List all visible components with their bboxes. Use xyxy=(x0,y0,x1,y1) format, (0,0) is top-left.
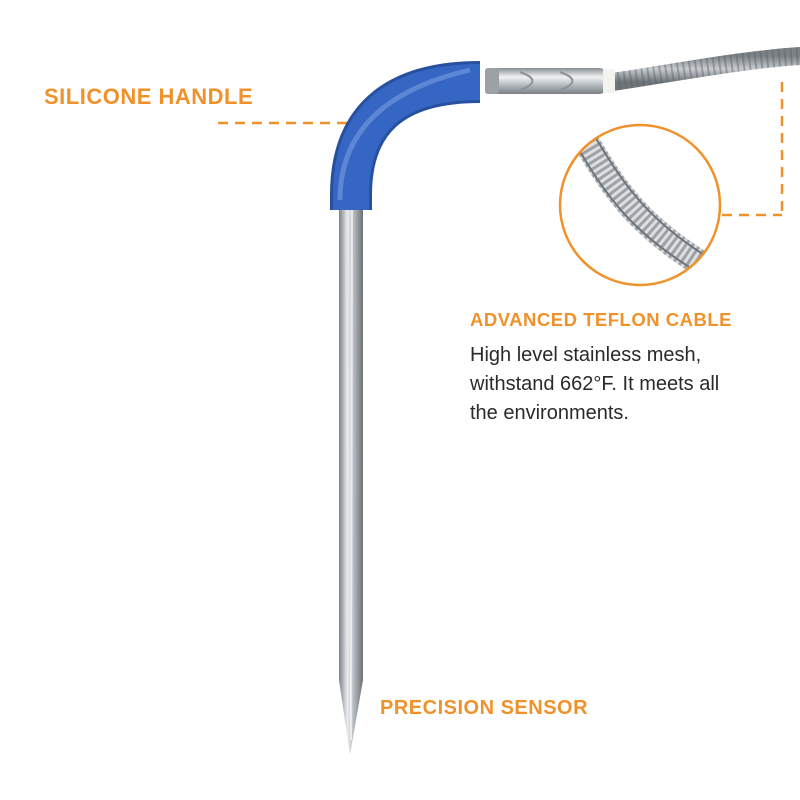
silicone-handle xyxy=(330,61,481,210)
braided-cable xyxy=(603,47,800,91)
precision-sensor-label: PRECISION SENSOR xyxy=(380,697,589,719)
silicone-handle-label: SILICONE HANDLE xyxy=(44,84,254,109)
teflon-leader-line xyxy=(722,82,784,217)
teflon-cable-description: High level stainless mesh, withstand 662… xyxy=(470,341,790,428)
metal-ferrule xyxy=(485,68,615,94)
teflon-cable-title: ADVANCED TEFLON CABLE xyxy=(470,309,732,330)
probe-shaft xyxy=(339,200,363,755)
teflon-desc-line-1: High level stainless mesh, xyxy=(470,344,702,366)
teflon-desc-line-3: the environments. xyxy=(470,402,629,424)
cable-magnifier xyxy=(558,123,722,287)
teflon-desc-line-2: withstand 662°F. It meets all xyxy=(470,373,720,395)
